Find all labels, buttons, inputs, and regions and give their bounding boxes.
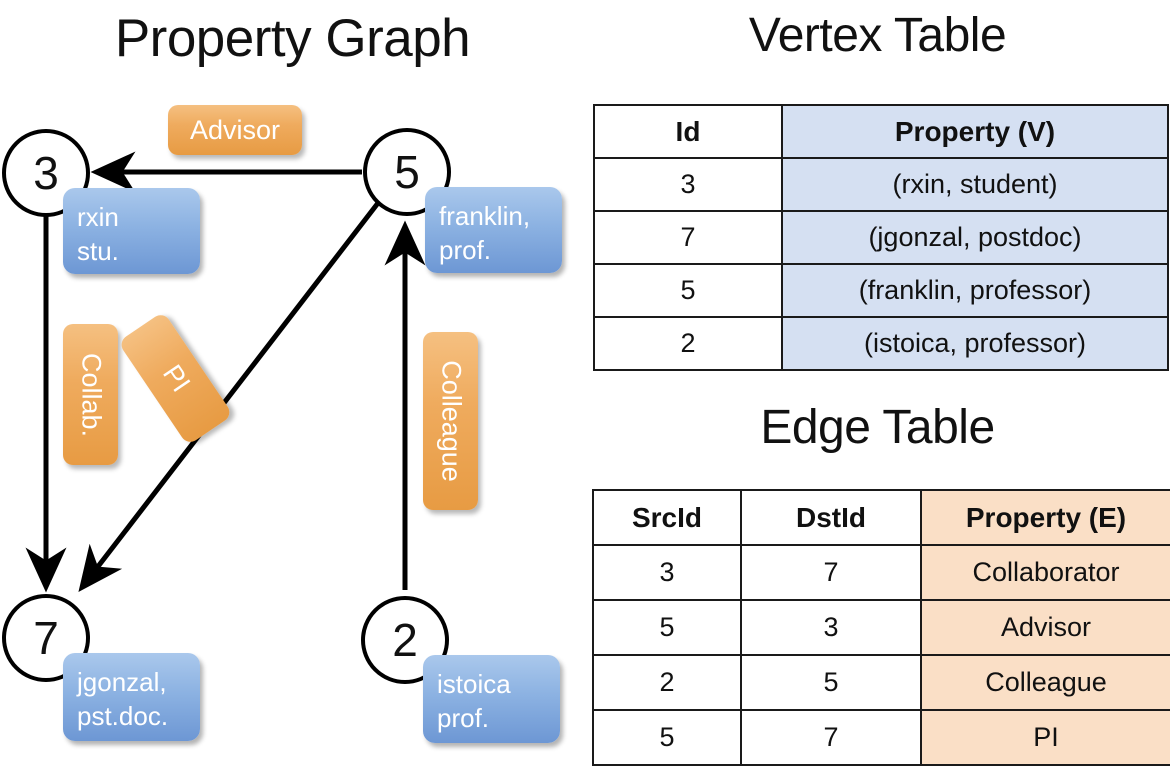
cell-property: Advisor [920,599,1170,656]
node-property-box-franklin: franklin, prof. [425,187,562,273]
graph-node-2[interactable]: 2 [361,596,449,684]
table-row[interactable]: 5 (franklin, professor) [593,263,1169,318]
node-property-line-2: pst.doc. [77,701,169,732]
node-property-line-2: stu. [77,236,119,267]
cell-property: Collaborator [920,544,1170,601]
node-property-box-rxin: rxin stu. [63,188,200,274]
page-title-edge-table: Edge Table [760,401,995,454]
column-header-property-v: Property (V) [781,104,1169,159]
column-header-srcid: SrcId [592,489,742,546]
graph-node-5[interactable]: 5 [363,128,451,216]
cell-dstid: 3 [740,599,922,656]
page-title-vertex-table: Vertex Table [748,9,1007,62]
cell-dstid: 7 [740,709,922,766]
cell-dstid: 5 [740,654,922,711]
edge-label-colleague-text: Colleague [436,360,466,482]
node-property-box-istoica: istoica prof. [423,655,560,743]
table-row[interactable]: 2 5 Colleague [592,654,1170,711]
cell-property: Colleague [920,654,1170,711]
column-header-dstid: DstId [740,489,922,546]
table-header-row: Id Property (V) [593,104,1169,159]
node-property-line-1: jgonzal, [77,667,167,697]
node-property-box-jgonzal: jgonzal, pst.doc. [63,653,200,741]
cell-srcid: 5 [592,709,742,766]
edge-label-collab: Collab. [63,324,118,465]
table-row[interactable]: 3 (rxin, student) [593,157,1169,212]
cell-property: (jgonzal, postdoc) [781,210,1169,265]
column-header-id: Id [593,104,783,159]
node-property-line-2: prof. [437,703,490,734]
table-row[interactable]: 5 3 Advisor [592,599,1170,656]
edge-label-collab-text: Collab. [76,352,106,437]
cell-id: 7 [593,210,783,265]
cell-id: 2 [593,316,783,371]
cell-property: (rxin, student) [781,157,1169,212]
table-header-row: SrcId DstId Property (E) [592,489,1170,546]
table-row[interactable]: 2 (istoica, professor) [593,316,1169,371]
edge-5-to-7 [78,201,380,592]
cell-srcid: 3 [592,544,742,601]
cell-id: 5 [593,263,783,318]
property-graph-diagram: 3 5 7 2 rxin stu. franklin, prof. jgonza… [0,0,585,760]
graph-edges-svg [25,151,426,593]
cell-property: PI [920,709,1170,766]
table-row[interactable]: 5 7 PI [592,709,1170,766]
vertex-table: Id Property (V) 3 (rxin, student) 7 (jgo… [593,104,1169,371]
cell-property: (istoica, professor) [781,316,1169,371]
page-title-property-graph: Property Graph [114,9,471,68]
table-row[interactable]: 3 7 Collaborator [592,544,1170,601]
edge-table: SrcId DstId Property (E) 3 7 Collaborato… [592,489,1170,766]
edge-label-colleague: Colleague [423,332,478,510]
node-property-line-2: prof. [439,235,492,266]
node-property-line-1: franklin, [439,201,531,231]
cell-id: 3 [593,157,783,212]
edge-label-pi-text: PI [156,359,196,398]
node-property-line-1: rxin [77,202,119,232]
edge-label-advisor: Advisor [168,105,302,155]
cell-srcid: 2 [592,654,742,711]
node-property-line-1: istoica [437,669,511,699]
table-row[interactable]: 7 (jgonzal, postdoc) [593,210,1169,265]
cell-property: (franklin, professor) [781,263,1169,318]
cell-srcid: 5 [592,599,742,656]
cell-dstid: 7 [740,544,922,601]
column-header-property-e: Property (E) [920,489,1170,546]
